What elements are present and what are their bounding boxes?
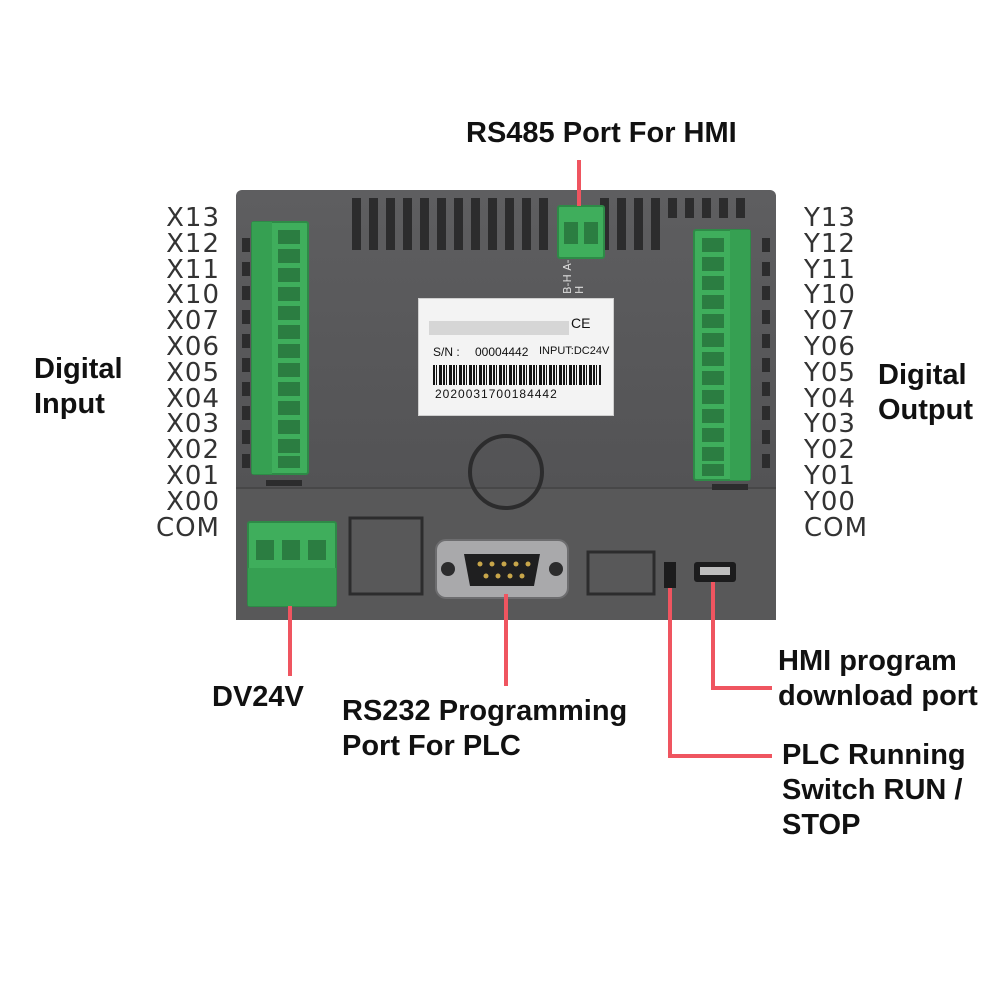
rs232-db9-connector: [435, 539, 569, 599]
run-stop-switch: [664, 562, 676, 588]
power-terminal-block: [247, 521, 337, 607]
input-pin-label: X07: [166, 306, 220, 337]
serial-number: 00004442: [475, 345, 529, 359]
rs485-callout: RS485 Port For HMI: [466, 117, 737, 149]
output-pin-label: Y07: [804, 306, 856, 337]
digital-output-callout-line: Output: [878, 393, 974, 426]
dv24v-callout: DV24V: [212, 681, 304, 713]
input-pin-label: COM: [155, 512, 220, 543]
output-pin-label: COM: [804, 512, 869, 543]
rs232-callout-line: RS232 Programming: [342, 695, 628, 727]
digital-input-pin-labels: X13 X12 X11 X10 X07 X06 X05 X04 X03 X02 …: [140, 203, 220, 543]
sticker-blurred-model: [429, 321, 569, 335]
input-pin-label: X00: [166, 486, 220, 517]
digital-input-callout-line: Input: [34, 387, 105, 420]
input-pin-label: X13: [166, 203, 220, 233]
output-pin-label: Y06: [804, 331, 856, 362]
rs485-terminal-labels: B-H A-H: [561, 258, 586, 294]
output-pin-label: Y12: [804, 228, 856, 259]
serial-label: S/N :: [433, 345, 460, 359]
output-pin-label: Y13: [804, 203, 856, 233]
output-pin-label: Y03: [804, 409, 856, 440]
input-rating: INPUT:DC24V: [539, 345, 610, 357]
barcode-number: 2020031700184442: [435, 387, 558, 401]
input-pin-label: X06: [166, 331, 220, 362]
rs232-callout-line: Port For PLC: [342, 729, 521, 762]
input-pin-label: X10: [166, 280, 220, 311]
blank-port-cover-left: [348, 516, 424, 596]
digital-output-pin-labels: Y13 Y12 Y11 Y10 Y07 Y06 Y05 Y04 Y03 Y02 …: [804, 203, 884, 543]
right-vents: [762, 238, 770, 468]
input-pin-label: X01: [166, 460, 220, 491]
blank-port-cover-right: [586, 550, 656, 596]
output-pin-label: Y01: [804, 460, 856, 491]
rs485-terminal: [557, 205, 605, 259]
run-switch-callout: PLC Running Switch RUN / STOP: [782, 738, 966, 842]
digital-output-callout: Digital Output: [878, 358, 973, 428]
speaker-grille: [468, 434, 544, 510]
output-pin-label: Y11: [804, 254, 856, 285]
run-switch-callout-line: STOP: [782, 808, 861, 841]
callout-leader-lines: [288, 160, 772, 758]
ce-mark: CE: [571, 315, 591, 331]
output-pin-label: Y10: [804, 280, 856, 311]
hmi-download-callout-line: HMI program: [778, 645, 957, 677]
input-pin-label: X05: [166, 357, 220, 388]
output-pin-label: Y02: [804, 435, 856, 466]
output-pin-label: Y00: [804, 486, 856, 517]
run-switch-callout-line: PLC Running: [782, 739, 966, 771]
output-pin-label: Y04: [804, 383, 856, 414]
digital-output-callout-line: Digital: [878, 359, 967, 391]
hmi-download-callout-line: download port: [778, 679, 978, 712]
digital-input-callout-line: Digital: [34, 353, 123, 385]
hmi-download-callout: HMI program download port: [778, 644, 978, 714]
input-pin-label: X04: [166, 383, 220, 414]
run-switch-callout-line: Switch RUN /: [782, 773, 963, 806]
rs232-callout: RS232 Programming Port For PLC: [342, 694, 627, 764]
output-pin-label: Y05: [804, 357, 856, 388]
input-pin-label: X12: [166, 228, 220, 259]
input-pin-label: X03: [166, 409, 220, 440]
product-sticker: CE S/N : 00004442 INPUT:DC24V 2020031700…: [418, 298, 614, 416]
left-vents: [242, 238, 250, 468]
input-pin-label: X02: [166, 435, 220, 466]
barcode: [433, 365, 601, 385]
digital-output-terminal-block: [693, 229, 751, 481]
input-pin-label: X11: [166, 254, 220, 285]
digital-input-terminal-block: [251, 221, 309, 475]
digital-input-callout: Digital Input: [34, 352, 123, 422]
mini-usb-port: [694, 562, 736, 582]
